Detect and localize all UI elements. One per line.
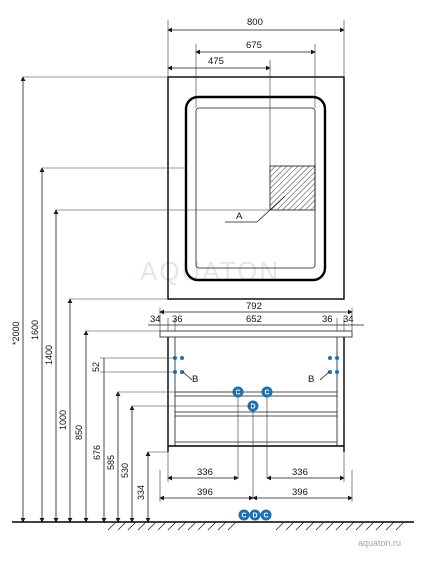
dim-585: 585 (106, 455, 116, 470)
floor-connector-d (249, 509, 261, 521)
dim-36-left: 36 (172, 314, 183, 325)
bracket-hole (328, 356, 332, 360)
dim-675: 675 (246, 40, 262, 51)
mirror-dimensions: 800 675 475 (167, 17, 345, 166)
svg-text:C: C (236, 390, 241, 397)
floor-connector-c-right (260, 509, 272, 521)
dim-336-right: 336 (292, 467, 308, 478)
dim-800: 800 (247, 17, 263, 28)
callout-leader (256, 195, 286, 223)
svg-text:D: D (251, 404, 256, 411)
dim-850: 850 (74, 425, 84, 440)
dim-1400: 1400 (44, 345, 54, 365)
dim-396-left: 396 (197, 487, 213, 498)
vanity-countertop (159, 330, 353, 338)
dim-52: 52 (91, 362, 101, 372)
dim-34-right: 34 (343, 314, 354, 325)
bottom-dimensions: 336 336 396 396 (159, 452, 353, 502)
floor: C D C (12, 509, 414, 531)
connector-c-right (261, 386, 273, 398)
dim-792: 792 (246, 301, 262, 312)
bracket-label-left: B (192, 374, 198, 385)
dim-34-left: 34 (150, 314, 161, 325)
dim-475: 475 (208, 56, 224, 67)
dim-652: 652 (246, 314, 262, 325)
mirror: A (167, 76, 345, 300)
mirror-inner-frame (184, 95, 327, 282)
dim-1600: 1600 (30, 320, 40, 340)
svg-text:C: C (242, 513, 247, 520)
svg-text:C: C (265, 390, 270, 397)
height-dimensions: *2000 1600 1400 1000 850 52 676 585 530 (11, 76, 270, 523)
bracket-hole (180, 370, 184, 374)
svg-text:D: D (253, 513, 258, 520)
dim-530: 530 (120, 463, 130, 478)
floor-connector-c-left (238, 509, 250, 521)
svg-text:C: C (264, 513, 269, 520)
bracket-hole (335, 356, 339, 360)
bracket-hole (328, 370, 332, 374)
dim-334: 334 (136, 485, 146, 500)
vanity: B B (159, 330, 353, 452)
bracket-label-right: B (308, 374, 314, 385)
bracket-hole (180, 356, 184, 360)
callout-a: A (236, 211, 243, 222)
mirror-outer-frame (167, 76, 345, 300)
vanity-dimensions: 792 34 36 652 36 34 (148, 301, 364, 331)
watermark-site: aquaton.ru (358, 538, 401, 548)
watermark-logo: AQUATON (140, 256, 280, 286)
dim-676: 676 (92, 445, 102, 460)
dim-336-left: 336 (197, 467, 213, 478)
bracket-hole (335, 370, 339, 374)
dim-1000: 1000 (58, 410, 68, 430)
dim-396-right: 396 (292, 487, 308, 498)
vanity-connectors: C C D (232, 386, 273, 498)
dim-2000: *2000 (11, 321, 21, 345)
dim-36-right: 36 (322, 314, 333, 325)
